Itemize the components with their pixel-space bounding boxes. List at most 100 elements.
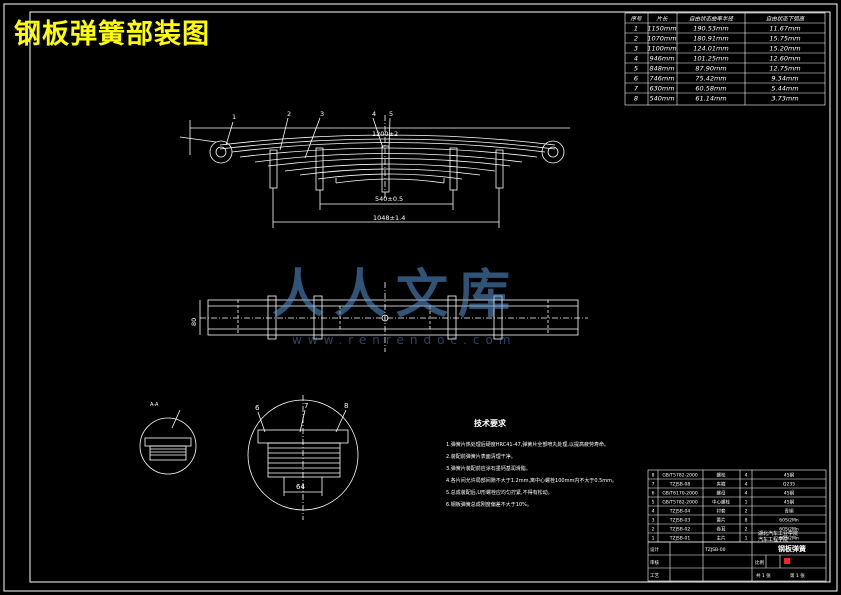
parts-list-cell: 8 [745,518,748,524]
leaf-table-cell: 75.42mm [695,75,726,83]
leaf-table-header: 序号 [630,16,642,23]
leaf-table-cell: 2 [634,35,638,43]
leaf-table-cell: 124.01mm [693,45,728,53]
parts-list-cell: GB/T6170-2000 [662,491,698,497]
parts-list-cell: 簧片 [717,517,726,524]
leaf-table-cell: 4 [634,55,638,63]
parts-list-cell: 1 [652,536,655,542]
callout-3: 3 [320,110,324,118]
title-block-text: 湖北汽车工业学院 汽车工程学院 钢板弹簧 TZJSB-00 比例 共 1 张 第… [650,530,806,579]
row-design: 设计 [650,546,659,553]
leaf-table-cell: 1 [634,25,638,33]
parts-list-cell: 1 [745,536,748,542]
leaf-table-cell: 6 [634,75,638,83]
parts-list-cell: 60Si2Mn [779,536,799,542]
leaf-table-cell: 61.14mm [695,95,726,103]
leaf-table-cell: 180.91mm [693,35,728,43]
parts-list-cell: 45钢 [784,499,795,506]
leaf-table-header: 自由状态曲率半径 [689,16,734,23]
callout-1: 1 [232,113,236,121]
leaf-table-cell: 101.25mm [693,55,728,63]
parts-list-cell: 2 [745,509,748,515]
accent-mark [784,558,790,564]
callout-8: 8 [344,402,348,410]
leaf-table-cell: 7 [634,85,639,93]
dim-64: 64 [296,483,305,491]
leaf-table-cell: 848mm [649,65,674,73]
tech-req-6: 6.钢板弹簧总成刚度偏差不大于10%。 [446,501,532,508]
parts-list-cell: 2 [745,527,748,533]
parts-list-cell: 夹箍 [717,481,726,488]
leaf-table-cell: 87.90mm [695,65,726,73]
row-process: 工艺 [650,573,659,579]
leaf-table-cell: 11.67mm [769,25,800,33]
parts-list-cell: TZJSB-03 [669,518,691,524]
inner-frame [29,11,831,583]
leaf-table-cell: 9.34mm [771,75,798,83]
parts-list-cell: 卷耳 [717,526,726,533]
parts-list-cell: 2 [652,527,655,533]
parts-list-cell: 青铜 [785,508,794,515]
leaf-table-cell: 3.73mm [771,95,798,103]
leaf-table-cell: 1150mm [647,25,676,33]
parts-list-cell: 8 [652,473,655,479]
leaf-table-header: 自由状态下弧高 [766,16,806,23]
tech-req-5: 5.总成装配后,U形螺栓应均匀拧紧,不得有松动。 [446,489,553,496]
leaf-table-cell: 190.53mm [693,25,728,33]
tech-req-3: 3.弹簧片装配前应涂石墨钙基润滑脂。 [446,465,531,472]
tech-req-title: 技术要求 [474,418,507,428]
parts-list-cell: GB/T5782-2000 [662,500,698,506]
parts-list-cell: 螺母 [717,490,726,497]
parts-list-cell: 4 [745,491,748,497]
row-review: 审核 [650,559,659,566]
school-name-2: 汽车工程学院 [758,536,788,543]
callout-6: 6 [255,404,260,412]
total-sheets: 共 1 张 [756,572,771,579]
parts-list-cell: 45钢 [784,490,795,497]
parts-list-cell: TZJSB-01 [669,536,691,542]
right-eye [541,140,565,164]
parts-list-grid [647,469,827,582]
dim-540: 540±0.5 [375,195,403,203]
parts-list-cell: 60Si2Mn [779,518,799,524]
parts-list-cell: TZJSB-02 [669,527,691,533]
parts-list-cell: TZJSB-08 [669,482,691,488]
tech-req-2: 2.装配前弹簧片表面清理干净。 [446,453,516,460]
parts-list-cell: 4 [745,473,748,479]
technical-requirements: 技术要求 1.弹簧片热处理后硬度HRC41-47,弹簧片全部喷丸处理,以提高疲劳… [446,418,617,508]
left-eye [209,140,233,164]
dim-1200: 1200±2 [372,130,398,138]
parts-list-cell: 7 [652,482,655,488]
leaf-table-cell: 746mm [649,75,674,83]
leaf-table-header: 片长 [656,16,668,23]
leaf-table-cell: 3 [634,45,638,53]
dim-1048: 1048±1.4 [373,214,405,222]
parts-list-cell: 6 [652,491,655,497]
drawing-name: 钢板弹簧 [778,544,806,553]
parts-list-cell: Q235 [783,482,795,488]
section-view-small [139,409,197,475]
callout-5: 5 [389,110,393,118]
leaf-table-cell: 12.75mm [769,65,800,73]
leaf-table-cell: 1070mm [647,35,676,43]
section-large-labels: 64 6 7 8 [255,402,348,491]
parts-list-cell: 1 [745,500,748,506]
leaf-table-cell: 60.58mm [695,85,726,93]
parts-list-cell: 中心螺栓 [712,499,730,506]
spring-front-view [179,115,570,228]
sheet-number: 第 1 张 [790,572,805,579]
leaf-table-cell: 630mm [649,85,674,93]
parts-list-cell: 45钢 [784,472,795,479]
parts-list-cell: 4 [652,509,655,515]
section-label: A-A [150,402,159,408]
callout-7: 7 [304,402,308,410]
dim-width: 80 [190,318,198,326]
parts-list-cell: 5 [652,500,655,506]
parts-list-cell: 3 [652,518,655,524]
parts-list-cell: GB/T5782-2000 [662,473,698,479]
leaf-table-cell: 15.20mm [769,45,800,53]
school-name: 湖北汽车工业学院 [758,530,798,537]
scale-label: 比例 [755,559,764,566]
leaf-table-text: 序号 片长 自由状态曲率半径 自由状态下弧高 1 1150mm 190.53mm 11.67m… [630,16,805,103]
